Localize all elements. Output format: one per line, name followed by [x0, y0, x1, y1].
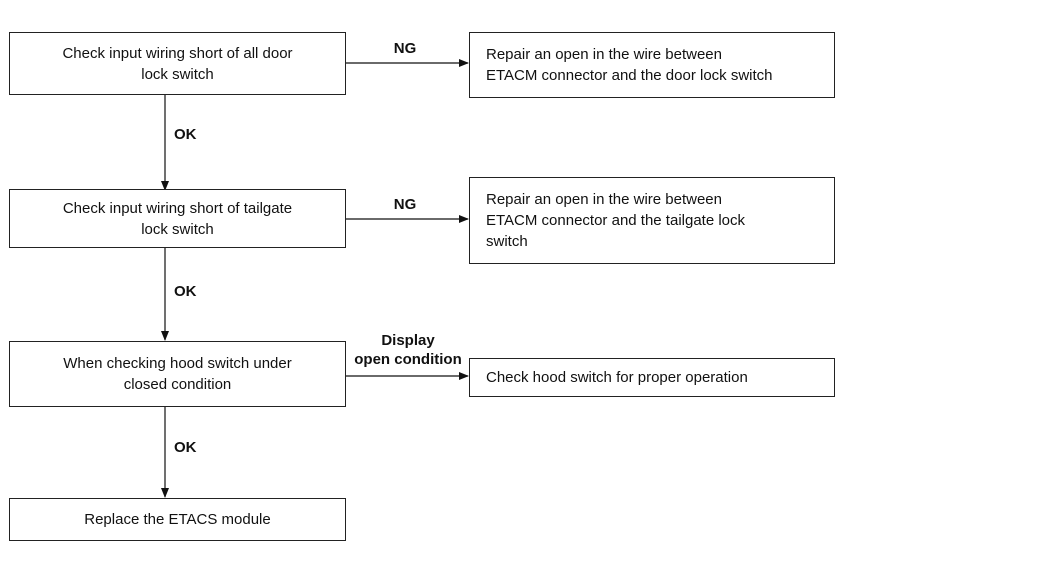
- action-repair-tailgate-wire: Repair an open in the wire between ETACM…: [469, 177, 835, 264]
- label-ok-3: OK: [174, 439, 197, 456]
- action-text: Repair an open in the wire between ETACM…: [486, 46, 773, 84]
- step-text: Check input wiring short of tailgate loc…: [62, 199, 293, 238]
- action-text: Repair an open in the wire between ETACM…: [486, 191, 746, 250]
- label-ok-2: OK: [174, 283, 197, 300]
- label-ng-2: NG: [393, 196, 417, 213]
- action-text: Check hood switch for proper operation: [486, 369, 748, 386]
- label-ok-1: OK: [174, 126, 197, 143]
- step-text: Check input wiring short of all door loc…: [62, 44, 293, 83]
- step-replace-etacs: Replace the ETACS module: [9, 498, 346, 541]
- step-check-hood-switch: When checking hood switch under closed c…: [9, 341, 346, 407]
- action-repair-door-lock-wire: Repair an open in the wire between ETACM…: [469, 32, 835, 98]
- label-ng-1: NG: [393, 40, 417, 57]
- action-check-hood-switch: Check hood switch for proper operation: [469, 358, 835, 397]
- step-check-door-lock: Check input wiring short of all door loc…: [9, 32, 346, 95]
- label-display: Display: [381, 332, 435, 349]
- step-text: When checking hood switch under closed c…: [63, 355, 292, 393]
- step-check-tailgate-lock: Check input wiring short of tailgate loc…: [9, 189, 346, 248]
- label-open-condition: open condition: [354, 351, 462, 368]
- step-text: Replace the ETACS module: [84, 511, 271, 528]
